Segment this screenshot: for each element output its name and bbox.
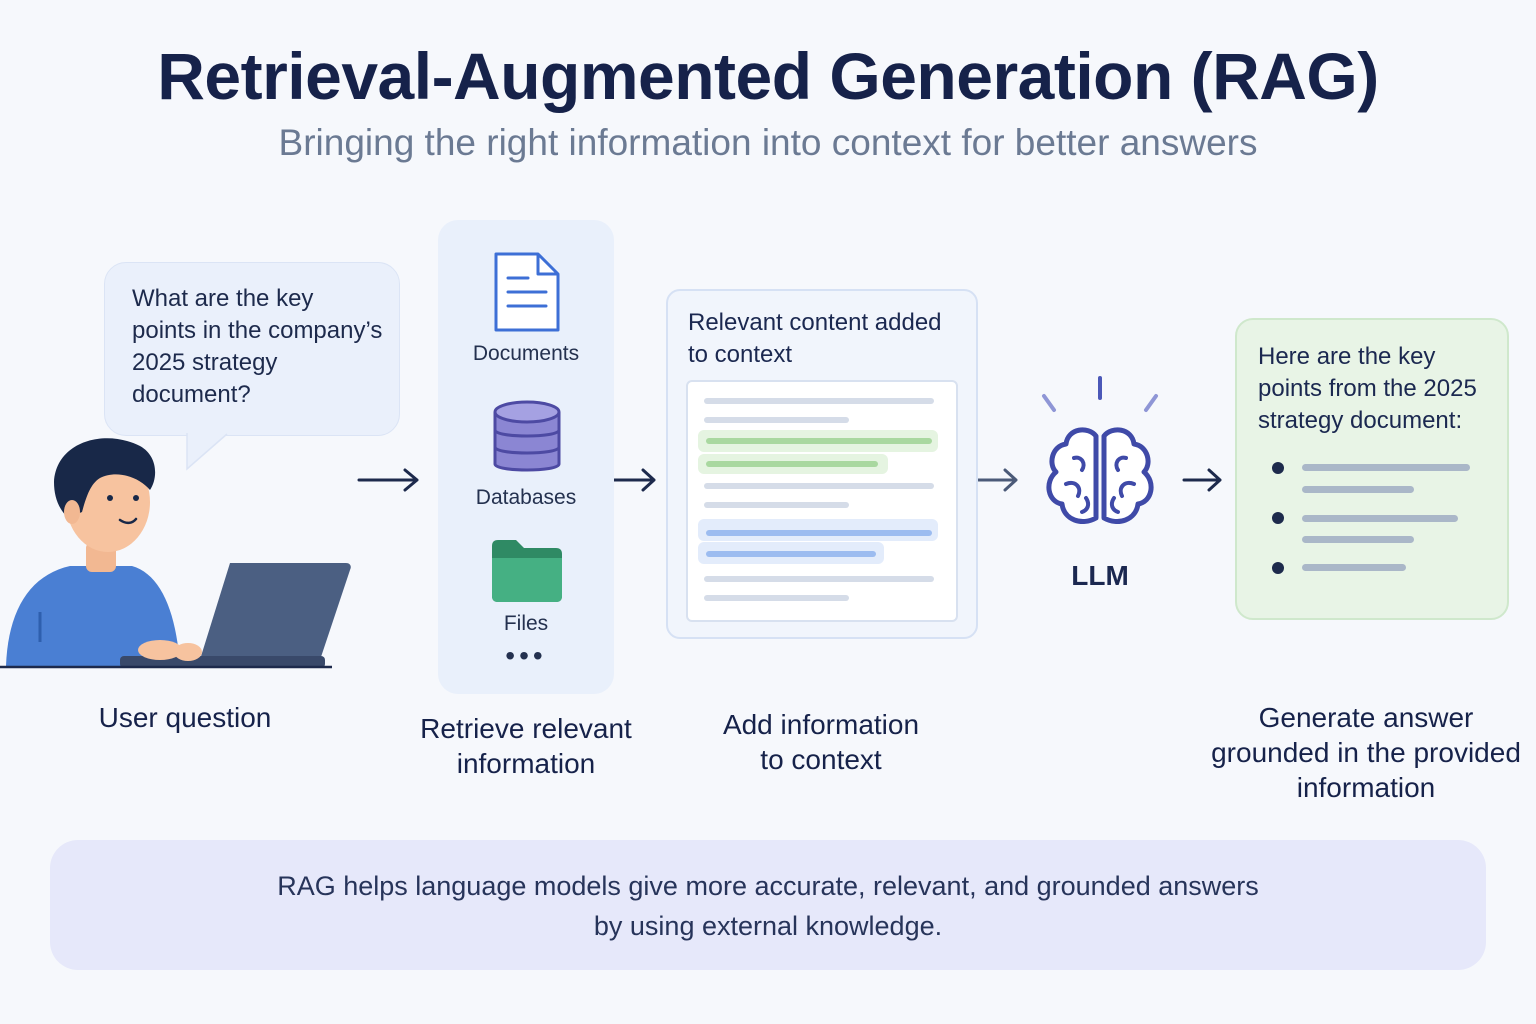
summary-banner [50, 840, 1486, 970]
step3-caption: Add information to context [722, 709, 920, 775]
arrow-icon [357, 468, 419, 492]
step1-caption: User question [98, 702, 272, 733]
arrow-icon [974, 468, 1018, 492]
source-label-databases: Databases [475, 486, 577, 509]
brain-icon [1042, 376, 1158, 524]
folder-icon [492, 540, 562, 602]
document-icon [494, 252, 560, 332]
answer-text: Here are the key points from the 2025 st… [1258, 343, 1477, 434]
answer-bullet-list [1272, 462, 1470, 574]
arrow-icon [1182, 468, 1222, 492]
arrow-icon [612, 468, 656, 492]
step4-caption: Generate answer grounded in the provided… [1211, 702, 1521, 803]
question-bubble [104, 262, 400, 436]
source-label-files: Files [503, 612, 549, 635]
context-panel-title: Relevant content added to context [688, 309, 942, 368]
page-subtitle: Bringing the right information into cont… [278, 122, 1258, 163]
more-sources-icon: ••• [505, 640, 547, 671]
summary-text: RAG helps language models give more accu… [277, 871, 1259, 941]
context-document-lines [698, 398, 938, 601]
user-laptop-illustration [0, 438, 351, 669]
user-question-text: What are the key points in the company’s… [132, 285, 383, 408]
source-label-documents: Documents [472, 342, 580, 365]
database-icon [493, 400, 561, 472]
llm-label: LLM [1071, 560, 1129, 591]
bubble-tail [186, 425, 237, 471]
step2-caption: Retrieve relevant information [420, 713, 632, 779]
page-title: Retrieval-Augmented Generation (RAG) [157, 39, 1379, 113]
